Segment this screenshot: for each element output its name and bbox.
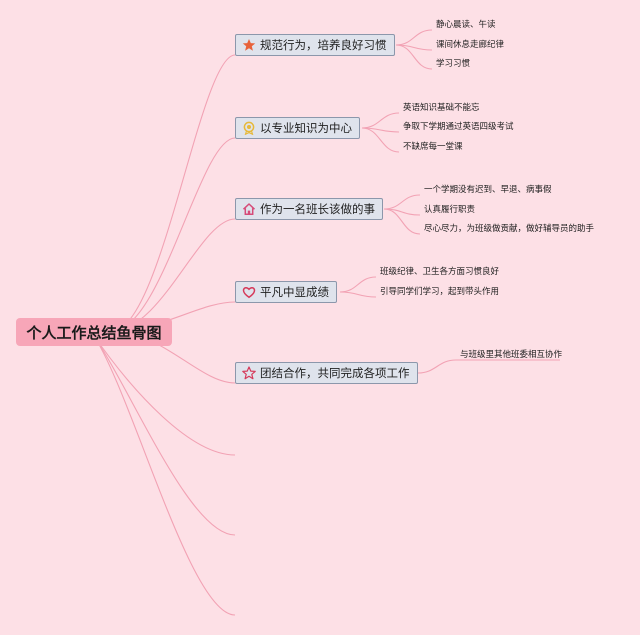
connector-line [91, 332, 236, 456]
leaf-node[interactable]: 不缺席每一堂课 [403, 142, 463, 152]
leaf-node[interactable]: 班级纪律、卫生各方面习惯良好 [380, 267, 500, 277]
heart-outline-icon [242, 287, 256, 299]
leaf-node[interactable]: 认真履行职责 [424, 205, 476, 215]
leaf-node[interactable]: 争取下学期通过英语四级考试 [403, 122, 514, 132]
branch-label: 平凡中显成绩 [260, 285, 329, 299]
branch-label: 作为一名班长该做的事 [260, 202, 375, 216]
branch-node-3[interactable]: 平凡中显成绩 [235, 281, 337, 303]
connector-line [111, 218, 236, 332]
connector-line [339, 291, 377, 298]
branch-node-1[interactable]: 以专业知识为中心 [235, 117, 360, 139]
connector-line [395, 29, 433, 46]
leaf-node[interactable]: 静心晨读、午读 [436, 20, 496, 30]
connector-line [339, 276, 377, 293]
medal-icon [243, 121, 255, 135]
home-icon [242, 203, 256, 215]
star-filled-icon [242, 39, 256, 51]
root-label: 个人工作总结鱼骨图 [26, 323, 162, 342]
root-node[interactable]: 个人工作总结鱼骨图 [16, 318, 172, 346]
leaf-node[interactable]: 英语知识基础不能忘 [403, 103, 480, 113]
connector-line [91, 332, 236, 616]
branch-label: 以专业知识为中心 [260, 121, 352, 135]
leaf-node[interactable]: 与班级里其他班委相互协作 [460, 350, 563, 360]
leaf-node[interactable]: 引导同学们学习，起到带头作用 [380, 287, 500, 297]
branch-label: 规范行为，培养良好习惯 [260, 38, 387, 52]
connector-line [383, 194, 421, 210]
connector-line [111, 137, 236, 332]
branch-label: 团结合作，共同完成各项工作 [260, 366, 410, 380]
connector-line [361, 112, 400, 129]
connector-line [111, 54, 236, 332]
connector-line [383, 208, 421, 235]
branch-node-2[interactable]: 作为一名班长该做的事 [235, 198, 383, 220]
star-outline-icon [242, 366, 256, 380]
connector-line [91, 332, 236, 536]
branch-node-4[interactable]: 团结合作，共同完成各项工作 [235, 362, 418, 384]
branch-node-0[interactable]: 规范行为，培养良好习惯 [235, 34, 395, 56]
leaf-node[interactable]: 课间休息走廊纪律 [436, 40, 505, 50]
leaf-node[interactable]: 尽心尽力，为班级做贡献，做好辅导员的助手 [424, 224, 595, 234]
leaf-node[interactable]: 一个学期没有迟到、早退、病事假 [424, 185, 552, 195]
connector-line [417, 359, 457, 374]
connector-line [361, 127, 400, 153]
connector-line [395, 44, 433, 70]
leaf-node[interactable]: 学习习惯 [436, 59, 471, 69]
